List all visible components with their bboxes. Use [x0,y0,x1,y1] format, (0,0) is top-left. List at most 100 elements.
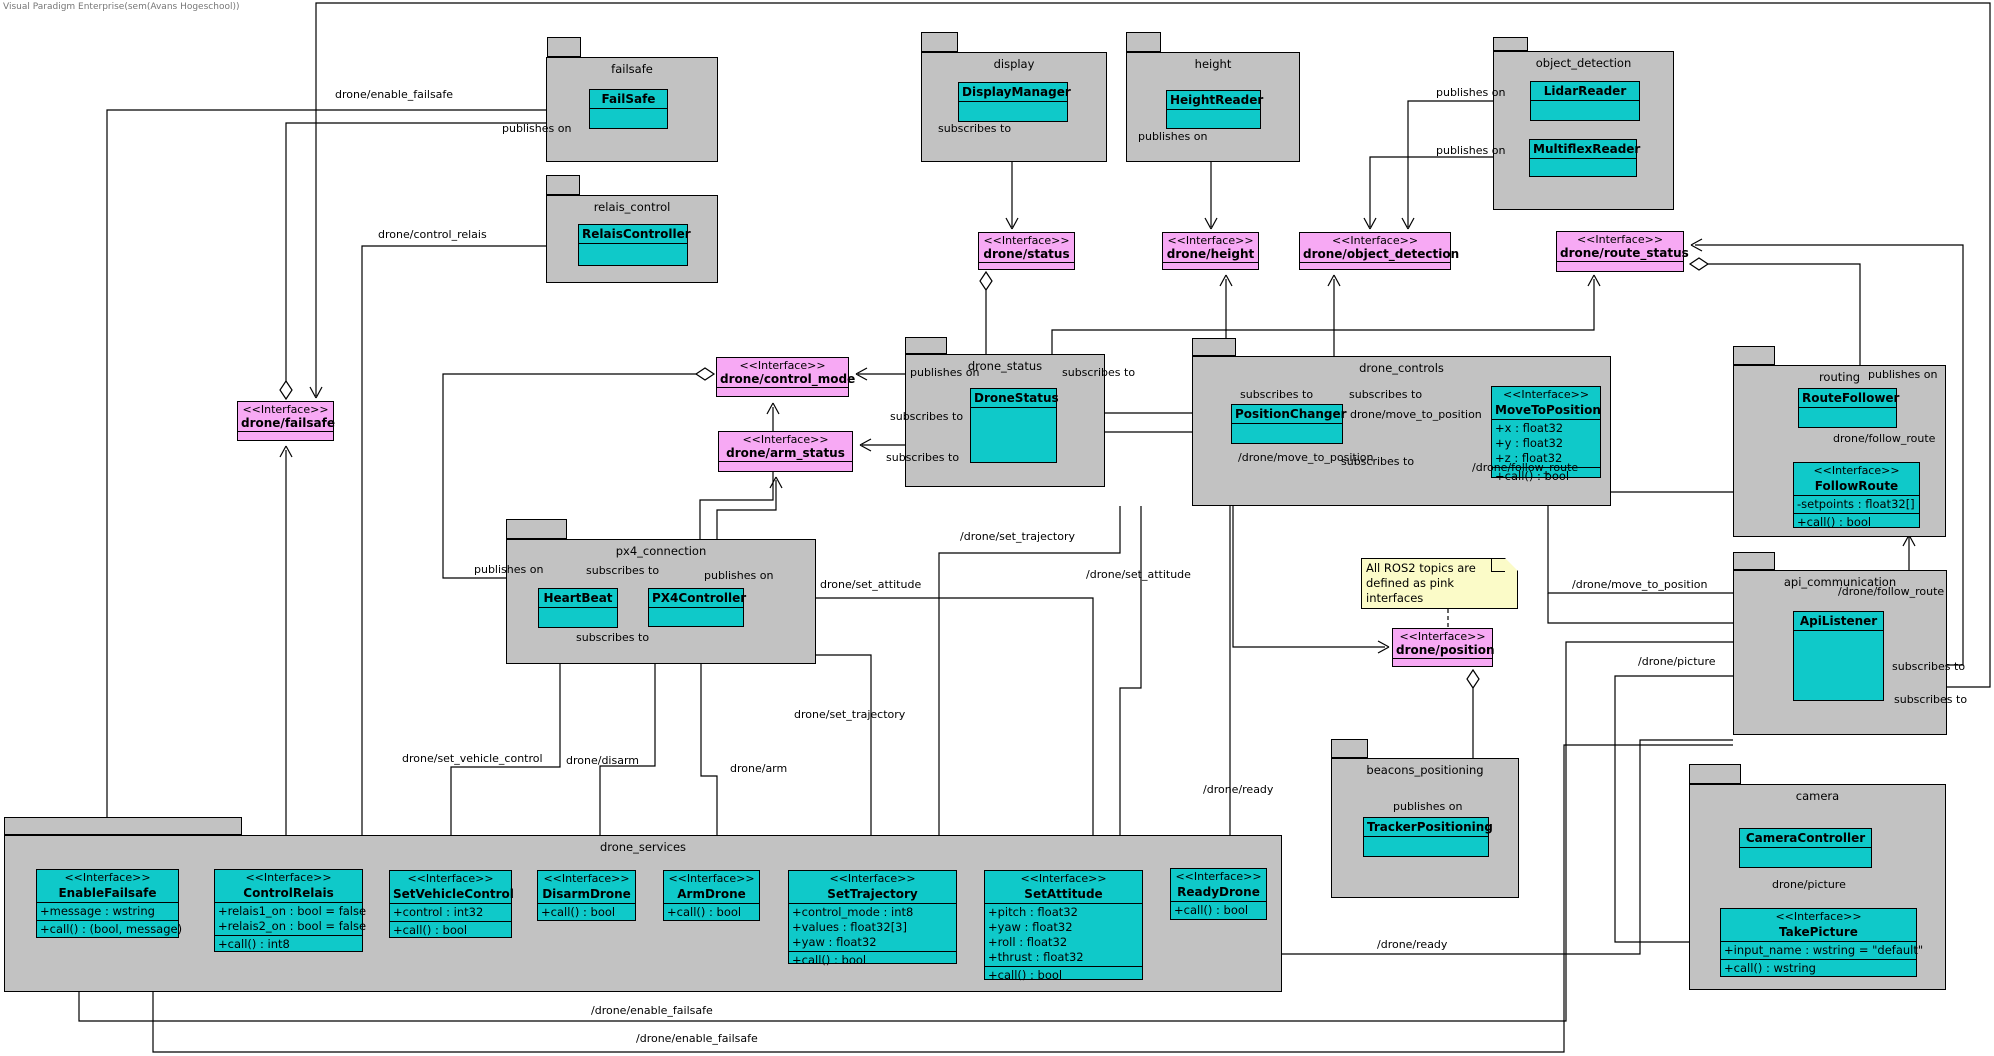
package-tab-routing[interactable] [1733,346,1775,365]
class-multiflexreader[interactable]: MultiflexReader [1529,139,1640,177]
topic-empty-compartment [1300,262,1450,269]
class-failsafe[interactable]: FailSafe [589,89,668,129]
interface-followroute[interactable]: <<Interface>>FollowRoute-setpoints : flo… [1793,462,1920,531]
class-name: ApiListener [1799,614,1878,628]
edge-label-drone-set-trajectory: drone/set_trajectory [794,708,906,721]
attribute: +input_name : wstring = "default" [1724,943,1924,957]
operation: +call() : bool [541,905,616,919]
package-object-detection[interactable]: object_detection [1493,51,1674,210]
interface-movetoposition[interactable]: <<Interface>>MoveToPosition+x : float32+… [1491,386,1601,483]
class-cameracontroller[interactable]: CameraController [1739,828,1872,868]
connector [1232,506,1385,648]
class-px4controller[interactable]: PX4Controller [648,588,746,627]
connector [744,597,1094,864]
operation: +call() : bool [1797,515,1872,529]
interface-name: ArmDrone [677,887,746,901]
package-tab-object-detection[interactable] [1493,37,1528,51]
operations-compartment: +call() : bool [390,921,511,939]
operation: +call() : bool [393,923,468,937]
interface-disarmdrone[interactable]: <<Interface>>DisarmDrone+call() : bool [537,870,636,921]
class-positionchanger[interactable]: PositionChanger [1231,404,1347,444]
attribute: +yaw : float32 [988,920,1073,934]
connector [450,628,561,864]
topic-interface-drone-height[interactable]: <<Interface>>drone/height [1162,232,1259,270]
class-empty-compartment [579,243,687,265]
edge-label-publishes-on: publishes on [1436,144,1506,157]
interface-settrajectory[interactable]: <<Interface>>SetTrajectory+control_mode … [788,870,957,967]
topic-empty-compartment [979,262,1074,269]
package-drone-status[interactable]: drone_status [905,354,1105,487]
interface-setvehiclecontrol[interactable]: <<Interface>>SetVehicleControl+control :… [389,870,514,939]
class-apilistener[interactable]: ApiListener [1793,611,1884,701]
diamond-marker [979,270,993,292]
attributes-compartment: +input_name : wstring = "default" [1721,941,1924,959]
edge-label-subscribes-to: subscribes to [1349,388,1423,401]
class-displaymanager[interactable]: DisplayManager [958,82,1071,122]
operations-compartment: +call() : int8 [215,935,362,953]
package-tab-height[interactable] [1126,32,1161,52]
class-name: CameraController [1745,831,1866,845]
varrow-marker [1401,217,1415,230]
class-lidarreader[interactable]: LidarReader [1530,81,1640,121]
class-trackerpositioning[interactable]: TrackerPositioning [1363,817,1493,857]
varrow-marker [769,476,783,489]
topic-interface-drone-failsafe[interactable]: <<Interface>>drone/failsafe [237,401,335,441]
varrow-marker [279,445,293,458]
package-tab-failsafe[interactable] [547,37,581,57]
topic-interface-drone-route-status[interactable]: <<Interface>>drone/route_status [1556,231,1689,272]
interface-name: SetAttitude [1024,887,1103,901]
topic-name: drone/status [983,247,1070,261]
package-title: routing [1818,370,1861,384]
operations-compartment: +call() : bool [1794,513,1919,531]
attributes-compartment: +pitch : float32+yaw : float32+roll : fl… [985,903,1142,966]
class-dronestatus[interactable]: DroneStatus [970,388,1059,463]
interface-takepicture[interactable]: <<Interface>>TakePicture+input_name : ws… [1720,908,1924,977]
class-name: HeightReader [1170,93,1264,107]
interface-enablefailsafe[interactable]: <<Interface>>EnableFailsafe+message : ws… [36,869,182,938]
edge-label-publishes-on: publishes on [1138,130,1208,143]
topic-interface-drone-arm-status[interactable]: <<Interface>>drone/arm_status [718,431,853,472]
class-name: TrackerPositioning [1367,820,1493,834]
edge-label-subscribes-to: subscribes to [890,410,964,423]
interface-armdrone[interactable]: <<Interface>>ArmDrone+call() : bool [663,870,760,921]
interface-readydrone[interactable]: <<Interface>>ReadyDrone+call() : bool [1170,868,1267,920]
class-empty-compartment [1530,158,1636,176]
package-title: camera [1795,789,1840,803]
note-ros2-topics[interactable]: All ROS2 topics are defined as pink inte… [1361,558,1518,609]
edge-label-drone-control-relais: drone/control_relais [378,228,487,241]
package-tab-beacons-positioning[interactable] [1331,739,1368,758]
package-tab-drone-controls[interactable] [1192,338,1236,356]
package-tab-camera[interactable] [1689,764,1741,784]
class-heartbeat[interactable]: HeartBeat [538,588,618,628]
class-heightreader[interactable]: HeightReader [1166,90,1264,129]
operation: +call() : bool [792,953,867,967]
stereotype-label: <<Interface>> [1502,388,1590,401]
interface-controlrelais[interactable]: <<Interface>>ControlRelais+relais1_on : … [214,869,366,953]
interface-setattitude[interactable]: <<Interface>>SetAttitude+pitch : float32… [984,870,1143,982]
edge-label-drone-disarm: drone/disarm [566,754,639,767]
topic-interface-drone-status[interactable]: <<Interface>>drone/status [978,232,1075,270]
package-tab-px4-connection[interactable] [506,519,567,539]
package-tab-drone-services[interactable] [4,817,242,835]
attribute: +z : float32 [1495,451,1563,465]
topic-interface-drone-control-mode[interactable]: <<Interface>>drone/control_mode [716,357,855,397]
edge-label-publishes-on: publishes on [474,563,544,576]
class-routefollower[interactable]: RouteFollower [1798,388,1899,428]
package-tab-drone-status[interactable] [905,337,947,354]
package-tab-api-communication[interactable] [1733,552,1775,570]
package-tab-display[interactable] [921,32,958,52]
connector [1407,100,1530,227]
class-empty-compartment [649,607,743,626]
operation: +call() : bool [988,968,1063,982]
edge-label-subscribes-to: subscribes to [886,451,960,464]
class-relaiscontroller[interactable]: RelaisController [578,224,691,266]
stereotype-label: <<Interface>> [829,872,916,885]
package-tab-relais-control[interactable] [546,175,580,195]
attribute: +message : wstring [40,904,155,918]
package-height[interactable]: height [1126,52,1300,162]
topic-interface-drone-object-detection[interactable]: <<Interface>>drone/object_detection [1299,232,1459,270]
edge-label-drone-arm: drone/arm [730,762,788,775]
topic-interface-drone-position[interactable]: <<Interface>>drone/position [1392,628,1495,667]
stereotype-label: <<Interface>> [739,359,826,372]
connector [1708,263,1861,388]
